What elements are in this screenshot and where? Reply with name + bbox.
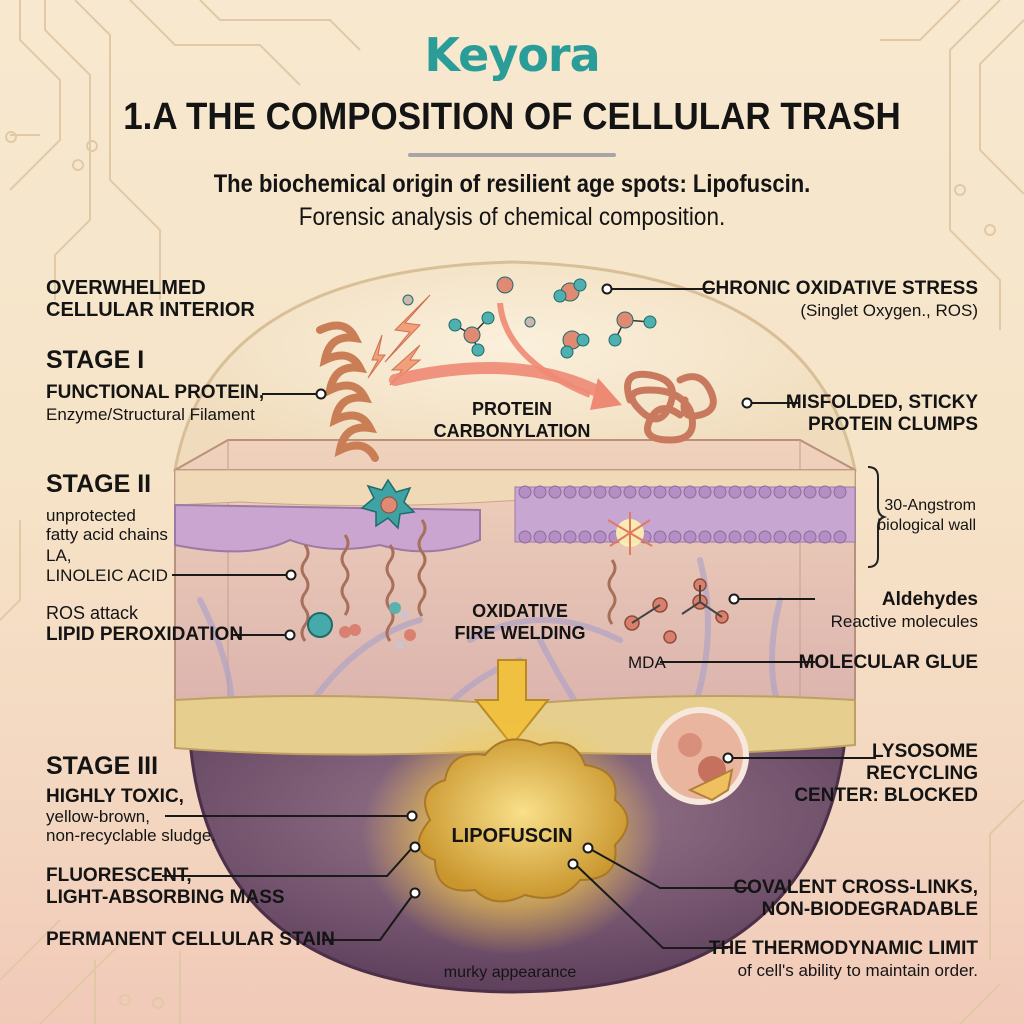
label-unprotected: unprotected	[46, 506, 136, 525]
interior-line-1: OVERWHELMED	[46, 277, 206, 299]
welding-line-2: FIRE WELDING	[454, 623, 586, 643]
tagline: Forensic analysis of chemical compositio…	[298, 203, 726, 231]
label-protein-carbonylation: PROTEIN CARBONYLATION	[432, 398, 592, 442]
label-sludge: non-recyclable sludge.	[46, 826, 217, 845]
label-oxidative-fire-welding: OXIDATIVE FIRE WELDING	[440, 600, 600, 644]
label-aldehydes: Aldehydes	[881, 589, 978, 610]
label-misfolded-sticky: MISFOLDED, STICKY	[785, 392, 978, 413]
carbonylation-line-2: CARBONYLATION	[433, 421, 591, 441]
label-recycling: RECYCLING	[866, 763, 978, 784]
stage-2-heading: STAGE II	[46, 470, 152, 498]
label-covalent-cross-links: COVALENT CROSS-LINKS,	[733, 877, 978, 898]
label-center-blocked: CENTER: BLOCKED	[794, 785, 978, 806]
ros-radical-icon	[360, 478, 416, 530]
label-enzyme-filament: Enzyme/Structural Filament	[46, 405, 255, 424]
label-light-absorbing-mass: LIGHT-ABSORBING MASS	[46, 887, 285, 908]
welding-line-1: OXIDATIVE	[472, 601, 568, 621]
label-highly-toxic: HIGHLY TOXIC,	[46, 786, 184, 807]
stage-3-heading: STAGE III	[46, 752, 159, 780]
label-thermodynamic-limit: THE THERMODYNAMIC LIMIT	[708, 938, 978, 959]
label-fluorescent: FLUORESCENT,	[46, 865, 192, 886]
label-functional-protein: FUNCTIONAL PROTEIN,	[46, 382, 265, 403]
label-chronic-oxidative-stress: CHRONIC OXIDATIVE STRESS	[701, 278, 978, 299]
label-singlet-oxygen-ros: (Singlet Oxygen., ROS)	[800, 301, 978, 320]
label-lysosome: LYSOSOME	[872, 741, 978, 762]
label-lipofuscin: LIPOFUSCIN	[451, 825, 573, 847]
label-non-biodegradable: NON-BIODEGRADABLE	[761, 899, 978, 920]
title-divider	[408, 153, 616, 157]
label-reactive-molecules: Reactive molecules	[830, 612, 978, 631]
label-lipid-peroxidation: LIPID PEROXIDATION	[46, 624, 244, 645]
label-molecular-glue: MOLECULAR GLUE	[798, 652, 978, 673]
logo-text: Keyora	[424, 28, 600, 82]
interior-line-2: CELLULAR INTERIOR	[46, 299, 255, 321]
label-permanent-stain: PERMANENT CELLULAR STAIN	[46, 929, 335, 950]
label-la: LA,	[46, 546, 72, 565]
label-protein-clumps: PROTEIN CLUMPS	[808, 414, 978, 435]
label-ros-attack: ROS attack	[46, 603, 139, 623]
label-overwhelmed-interior: OVERWHELMED CELLULAR INTERIOR	[46, 277, 255, 321]
page-title: 1.A THE COMPOSITION OF CELLULAR TRASH	[123, 96, 901, 138]
label-30-angstrom: 30-Angstrom	[884, 497, 976, 514]
keyora-logo: Keyora	[0, 28, 1024, 82]
label-linoleic-acid: LINOLEIC ACID	[46, 566, 168, 585]
label-maintain-order: of cell's ability to maintain order.	[737, 961, 978, 980]
subtitle: The biochemical origin of resilient age …	[213, 170, 811, 198]
label-yellow-brown: yellow-brown,	[46, 807, 150, 826]
label-biological-wall: biological wall	[877, 517, 976, 534]
label-mda: MDA	[628, 653, 666, 672]
carbonylation-line-1: PROTEIN	[471, 399, 552, 419]
label-murky-appearance: murky appearance	[443, 964, 577, 981]
stage-1-heading: STAGE I	[46, 346, 145, 374]
label-fatty-acid-chains: fatty acid chains	[46, 525, 168, 544]
